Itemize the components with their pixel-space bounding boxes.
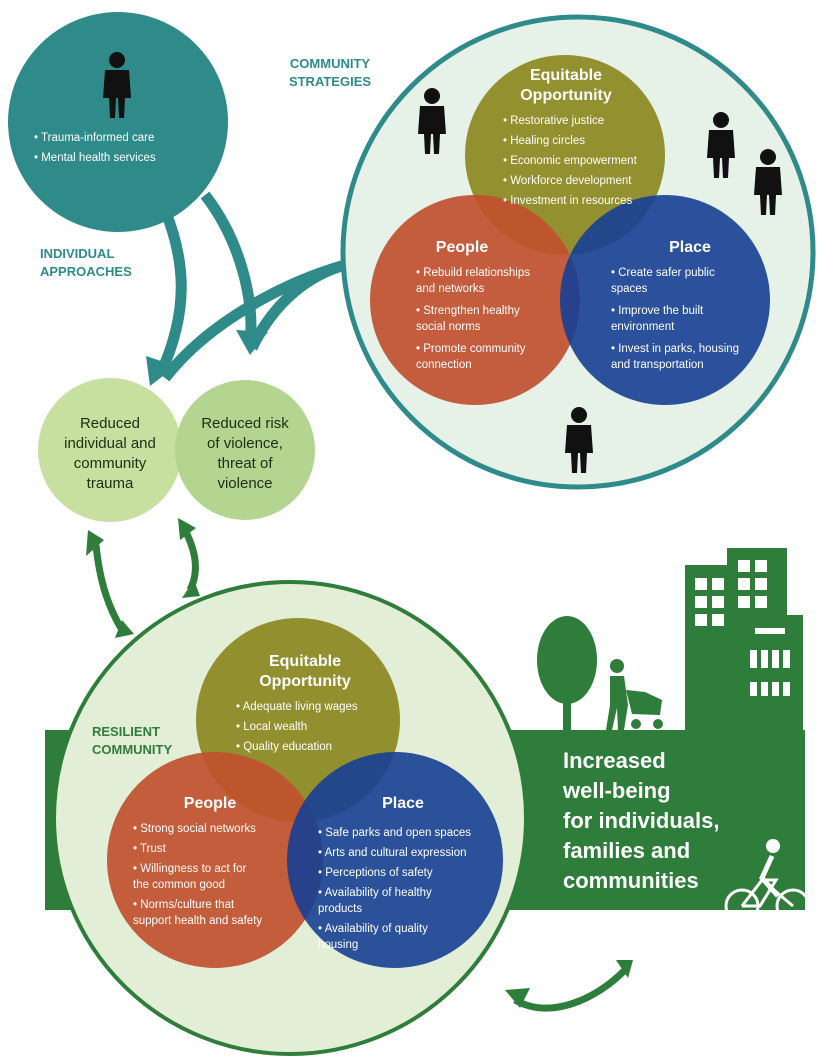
- rc-people-line: • Trust: [133, 843, 167, 855]
- rc-people-line: • Willingness to act for: [133, 863, 246, 875]
- cs-people-line: social norms: [416, 321, 481, 333]
- rc-people-line: • Strong social networks: [133, 823, 256, 835]
- wellbeing-line: Increased: [563, 748, 666, 773]
- individual-approaches-label-2: APPROACHES: [40, 264, 132, 279]
- rc-opportunity-heading-1: Equitable: [269, 653, 341, 670]
- rc-people-circle: [107, 752, 323, 968]
- community-venn: [370, 55, 770, 405]
- reduced-violence-line: threat of: [217, 455, 273, 472]
- cs-place-line: spaces: [611, 283, 648, 295]
- reduced-trauma-line: individual and: [64, 435, 156, 452]
- cs-place-heading: Place: [669, 239, 711, 256]
- individual-approaches-circle: [8, 12, 228, 232]
- cs-place-line: • Improve the built: [611, 305, 704, 317]
- cs-place-line: • Create safer public: [611, 267, 715, 279]
- rc-opportunity-heading-2: Opportunity: [259, 673, 351, 690]
- reduced-trauma-line: Reduced: [80, 415, 140, 432]
- reduced-trauma-circle: [38, 378, 182, 522]
- cs-people-heading: People: [436, 239, 489, 256]
- reduced-violence-line: violence: [217, 475, 272, 492]
- person-with-stroller-icon: [606, 659, 663, 730]
- rc-place-line: • Perceptions of safety: [318, 867, 433, 879]
- community-strategies-label-2: STRATEGIES: [289, 74, 371, 89]
- teal-arrows: [155, 191, 347, 382]
- rc-place-line: products: [318, 903, 362, 915]
- reduced-trauma-line: community: [74, 455, 147, 472]
- reduced-trauma-line: trauma: [87, 475, 134, 492]
- rc-place-line: • Availability of quality: [318, 923, 428, 935]
- cs-people-line: connection: [416, 359, 472, 371]
- cs-place-line: and transportation: [611, 359, 704, 371]
- resilient-community-label-1: RESILIENT: [92, 724, 160, 739]
- rc-place-circle: [287, 752, 503, 968]
- cs-place-circle: [560, 195, 770, 405]
- rc-opportunity-item: • Local wealth: [236, 721, 307, 733]
- wellbeing-line: for individuals,: [563, 808, 719, 833]
- cs-opportunity-item: • Workforce development: [503, 175, 632, 187]
- cs-people-line: • Strengthen healthy: [416, 305, 520, 317]
- bicycle-icon: [724, 839, 811, 924]
- rc-place-line: • Arts and cultural expression: [318, 847, 467, 859]
- cs-opportunity-heading-1: Equitable: [530, 67, 602, 84]
- cs-place-line: environment: [611, 321, 675, 333]
- cs-opportunity-item: • Restorative justice: [503, 115, 604, 127]
- cs-people-line: • Promote community: [416, 343, 526, 355]
- reduced-violence-line: of violence,: [207, 435, 283, 452]
- rc-place-line: • Safe parks and open spaces: [318, 827, 471, 839]
- rc-people-line: • Norms/culture that: [133, 899, 235, 911]
- rc-place-line: housing: [318, 939, 358, 951]
- reduced-violence-line: Reduced risk: [201, 415, 289, 432]
- resilient-community-label-2: COMMUNITY: [92, 742, 172, 757]
- rc-place-heading: Place: [382, 795, 424, 812]
- cs-people-line: and networks: [416, 283, 485, 295]
- rc-opportunity-item: • Quality education: [236, 741, 332, 753]
- cs-opportunity-item: • Healing circles: [503, 135, 585, 147]
- wellbeing-line: well-being: [562, 778, 671, 803]
- cs-people-line: • Rebuild relationships: [416, 267, 530, 279]
- rc-place-line: • Availability of healthy: [318, 887, 432, 899]
- cs-opportunity-heading-2: Opportunity: [520, 87, 612, 104]
- resilient-venn: [107, 618, 503, 968]
- rc-people-heading: People: [184, 795, 237, 812]
- rc-opportunity-item: • Adequate living wages: [236, 701, 358, 713]
- cs-people-circle: [370, 195, 580, 405]
- tree-icon: [537, 616, 597, 735]
- wellbeing-line: families and: [563, 838, 690, 863]
- individual-approaches-label-1: INDIVIDUAL: [40, 246, 114, 261]
- individual-bullet-2: • Mental health services: [34, 152, 156, 164]
- community-strategies-label-1: COMMUNITY: [290, 56, 370, 71]
- rc-people-line: the common good: [133, 879, 225, 891]
- individual-bullet-1: • Trauma-informed care: [34, 132, 154, 144]
- cs-place-line: • Invest in parks, housing: [611, 343, 739, 355]
- wellbeing-line: communities: [563, 868, 699, 893]
- cs-opportunity-item: • Investment in resources: [503, 195, 633, 207]
- cs-opportunity-item: • Economic empowerment: [503, 155, 638, 167]
- rc-people-line: support health and safety: [133, 915, 262, 927]
- reduced-violence-circle: [175, 380, 315, 520]
